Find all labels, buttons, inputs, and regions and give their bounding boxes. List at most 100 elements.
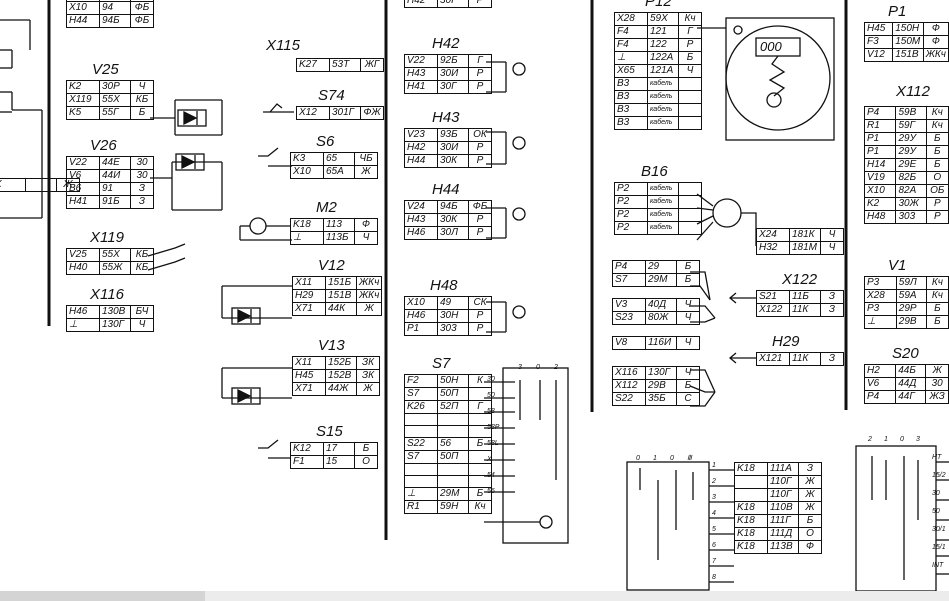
wire-cell: 56 [437,437,469,451]
color-cell [678,90,702,104]
connector-cell: K3 [290,152,324,166]
connector-cell: H43 [404,67,438,81]
wire-cell: 44К [325,302,357,316]
color-cell: ФБ [130,14,154,28]
right-switch-position-label: 1 [884,436,888,443]
connector-cell [404,463,438,476]
connector-cell: X10 [404,296,438,310]
connector-cell: X65 [614,64,648,78]
s20-pin-label: 5 [712,526,716,533]
connector-cell: X24 [756,228,790,242]
right-switch-terminal-label: 15/2 [932,472,946,479]
color-cell: Р [468,213,492,227]
wire-cell: 29Р [895,302,927,316]
s20-pin-label: 2 [712,478,716,485]
color-cell: Ч [676,298,700,312]
wire-cell: 122 [647,38,679,52]
color-cell: Ж [356,382,380,396]
wire-cell: кабель [647,208,679,222]
connector-cell: P3 [864,302,897,316]
wire-cell: 49 [437,296,469,310]
color-cell [678,182,702,196]
wire-cell: 29 [645,260,677,274]
connector-cell: K18 [734,462,768,476]
color-cell: З [130,182,154,196]
connector-table-x10-partial: X104530X1094ФБH4494БФБ [66,0,154,28]
wire-cell: 55Х [99,248,131,262]
s20-position-label: 0 [636,455,640,462]
wire-cell: кабель [647,221,679,235]
block-label-x121: X122 [782,271,818,288]
connector-cell: H45 [863,22,894,36]
color-cell: Р [678,38,702,52]
connector-cell: B3 [614,116,648,130]
wire-cell [437,475,469,488]
connector-cell: H44 [66,14,100,28]
connector-cell: P2 [614,208,648,222]
color-cell: ФБ [130,1,154,15]
wire-cell: 111А [767,462,799,476]
connector-cell: P1 [863,132,897,146]
connector-cell: P4 [612,260,646,274]
connector-cell: H41 [404,80,438,94]
connector-cell: H44 [404,154,438,168]
wire-cell: 59Н [437,500,469,514]
connector-table-x-left-partial: XЖ [0,178,80,192]
wire-cell: 92Б [437,54,469,68]
color-cell: Р [925,210,949,224]
wire-cell: 44И [99,169,131,183]
color-cell: Р [468,226,492,240]
wire-cell: 150М [892,35,924,49]
wire-cell: 44Е [99,156,131,170]
color-cell: КБ [130,261,154,275]
connector-cell: X116 [612,366,646,380]
connector-cell: S22 [612,392,646,406]
s7-terminal-label: 58L [487,440,499,447]
color-cell: Р [468,309,492,323]
color-cell: КБ [130,93,154,107]
connector-cell: H48 [863,210,897,224]
wire-cell [437,413,469,426]
connector-cell: V23 [404,128,438,142]
table-row [404,425,492,438]
connector-cell: ⊥ [290,231,324,245]
color-cell: Б [676,273,700,287]
connector-cell: X28 [864,289,897,303]
color-cell: Ч [130,80,154,94]
wire-cell: 44Б [895,364,927,378]
wire-cell: 50П [437,387,469,401]
wire-cell: 30Н [437,309,469,323]
wire-cell: кабель [647,195,679,209]
connector-cell: B3 [614,77,648,91]
connector-cell: K18 [734,514,768,528]
color-cell: Б [925,132,949,146]
color-cell: Г [678,25,702,39]
color-cell: ЗК [356,356,380,370]
color-cell: Ж [355,302,383,316]
color-cell: О [925,171,949,185]
connector-cell: V8 [612,336,646,350]
block-label-h42: H42 [432,35,460,52]
connector-cell: S7 [404,387,438,401]
